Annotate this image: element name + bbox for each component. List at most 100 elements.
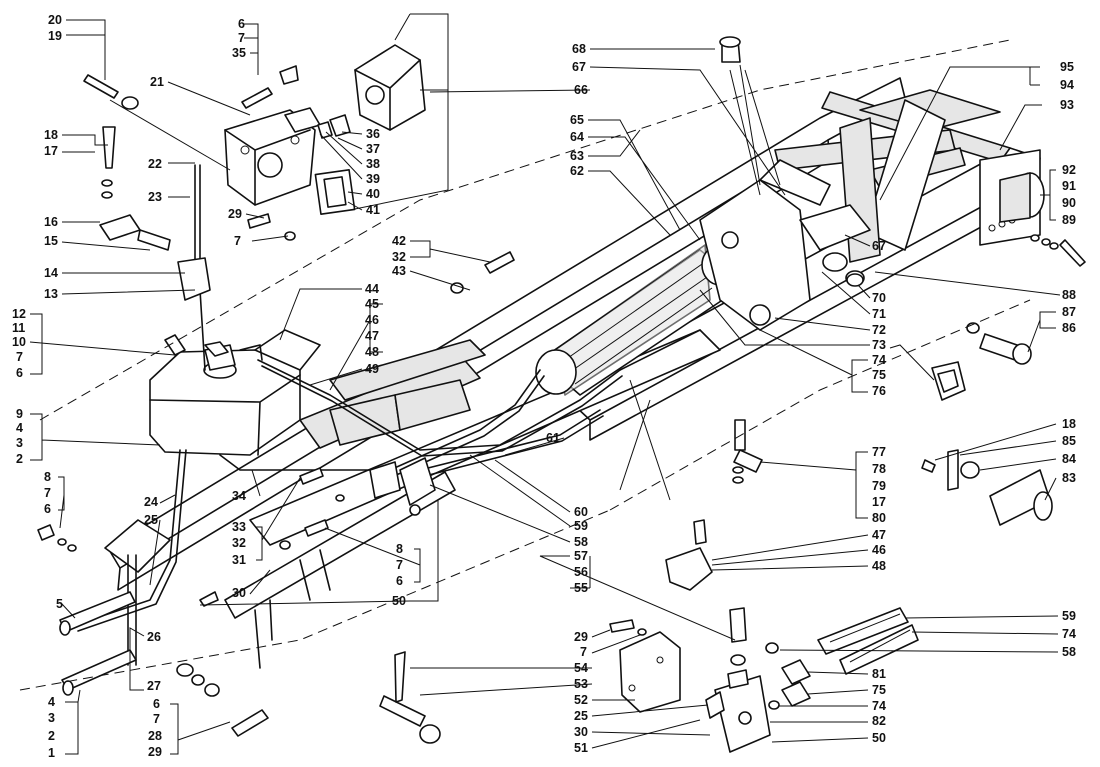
part-number-label: 18 <box>44 128 58 142</box>
part-number-label: 67 <box>572 60 586 74</box>
part-number-label: 58 <box>574 535 588 549</box>
part-number-label: 82 <box>872 714 886 728</box>
part-number-label: 87 <box>1062 305 1076 319</box>
part-number-label: 7 <box>580 645 587 659</box>
part-number-label: 7 <box>153 712 160 726</box>
part-number-label: 68 <box>572 42 586 56</box>
part-number-label: 7 <box>234 234 241 248</box>
part-number-label: 74 <box>872 699 886 713</box>
part-number-label: 25 <box>144 513 158 527</box>
part-number-label: 70 <box>872 291 886 305</box>
pump-assembly <box>224 44 426 241</box>
part-number-label: 64 <box>570 130 584 144</box>
part-number-label: 73 <box>872 338 886 352</box>
part-number-label: 9 <box>16 407 23 421</box>
valve-block <box>369 457 436 516</box>
part-number-label: 5 <box>56 597 63 611</box>
part-number-label: 42 <box>392 234 406 248</box>
part-number-label: 6 <box>396 574 403 588</box>
part-number-label: 35 <box>232 46 246 60</box>
part-number-label: 43 <box>392 264 406 278</box>
part-number-label: 14 <box>44 266 58 280</box>
part-number-label: 80 <box>872 511 886 525</box>
part-number-label: 53 <box>574 677 588 691</box>
part-number-label: 17 <box>872 495 886 509</box>
part-number-label: 17 <box>44 144 58 158</box>
part-number-label: 48 <box>365 345 379 359</box>
part-number-label: 90 <box>1062 196 1076 210</box>
loose-parts-middle <box>279 251 515 744</box>
part-number-label: 75 <box>872 683 886 697</box>
part-number-label: 15 <box>44 234 58 248</box>
part-number-label: 7 <box>44 486 51 500</box>
part-number-label: 62 <box>570 164 584 178</box>
part-number-label: 81 <box>872 667 886 681</box>
part-number-label: 3 <box>16 436 23 450</box>
part-number-label: 26 <box>147 630 161 644</box>
part-number-label: 63 <box>570 149 584 163</box>
part-number-label: 46 <box>365 313 379 327</box>
part-number-label: 49 <box>365 362 379 376</box>
part-number-label: 61 <box>546 431 560 445</box>
part-number-label: 88 <box>1062 288 1076 302</box>
part-number-label: 51 <box>574 741 588 755</box>
part-number-label: 79 <box>872 479 886 493</box>
part-number-label: 59 <box>1062 609 1076 623</box>
part-number-label: 75 <box>872 368 886 382</box>
part-number-label: 84 <box>1062 452 1076 466</box>
part-number-label: 55 <box>574 581 588 595</box>
part-number-label: 4 <box>16 421 23 435</box>
part-number-label: 48 <box>872 559 886 573</box>
part-number-label: 89 <box>1062 213 1076 227</box>
part-number-label: 65 <box>570 113 584 127</box>
part-number-label: 46 <box>872 543 886 557</box>
part-number-label: 36 <box>366 127 380 141</box>
part-number-label: 76 <box>872 384 886 398</box>
part-number-label: 50 <box>392 594 406 608</box>
part-number-label: 27 <box>147 679 161 693</box>
part-number-label: 71 <box>872 307 886 321</box>
part-number-label: 24 <box>144 495 158 509</box>
part-number-label: 7 <box>396 558 403 572</box>
part-number-label: 16 <box>44 215 58 229</box>
part-number-label: 28 <box>148 729 162 743</box>
part-number-label: 94 <box>1060 78 1074 92</box>
part-number-label: 30 <box>232 586 246 600</box>
part-number-label: 85 <box>1062 434 1076 448</box>
part-number-label: 91 <box>1062 179 1076 193</box>
part-number-label: 59 <box>574 519 588 533</box>
part-number-label: 12 <box>12 307 26 321</box>
part-number-labels: 2019673521181722231615141312111076943287… <box>12 13 1076 760</box>
part-number-label: 47 <box>365 329 379 343</box>
part-number-label: 74 <box>872 353 886 367</box>
part-number-label: 39 <box>366 172 380 186</box>
part-number-label: 29 <box>148 745 162 759</box>
part-number-label: 30 <box>574 725 588 739</box>
part-number-label: 72 <box>872 323 886 337</box>
part-number-label: 7 <box>238 31 245 45</box>
part-number-label: 6 <box>16 366 23 380</box>
part-number-label: 37 <box>366 142 380 156</box>
part-number-label: 31 <box>232 553 246 567</box>
part-number-label: 92 <box>1062 163 1076 177</box>
part-number-label: 56 <box>574 565 588 579</box>
part-number-label: 2 <box>16 452 23 466</box>
part-number-label: 45 <box>365 297 379 311</box>
part-number-label: 8 <box>396 542 403 556</box>
part-number-label: 60 <box>574 505 588 519</box>
part-number-label: 66 <box>574 83 588 97</box>
part-number-label: 67 <box>872 239 886 253</box>
part-number-label: 34 <box>232 489 246 503</box>
part-number-label: 20 <box>48 13 62 27</box>
loose-parts-lower-left <box>37 524 269 737</box>
part-number-label: 18 <box>1062 417 1076 431</box>
part-number-label: 38 <box>366 157 380 171</box>
part-number-label: 78 <box>872 462 886 476</box>
part-number-label: 2 <box>48 729 55 743</box>
loose-parts-right <box>609 36 1086 753</box>
part-number-label: 47 <box>872 528 886 542</box>
part-number-label: 57 <box>574 549 588 563</box>
part-number-label: 95 <box>1060 60 1074 74</box>
part-number-label: 29 <box>574 630 588 644</box>
